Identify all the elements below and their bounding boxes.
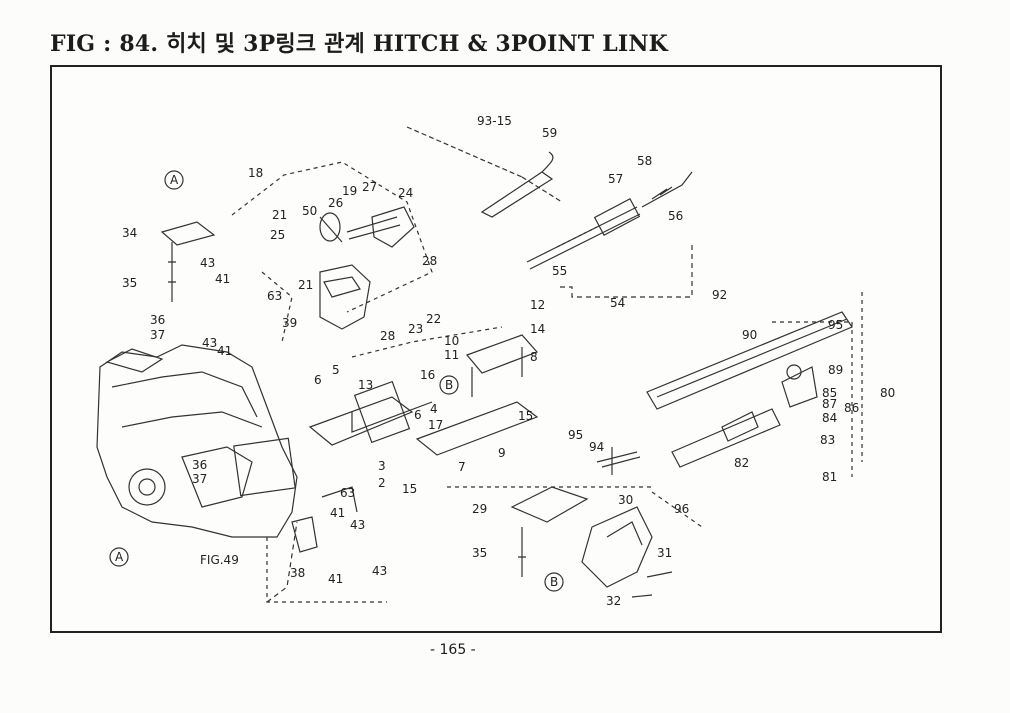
part-label: 95 <box>828 318 843 332</box>
part-label: 58 <box>637 154 652 168</box>
part-label: 90 <box>742 328 757 342</box>
part-label: 11 <box>444 348 459 362</box>
part-label: 92 <box>712 288 727 302</box>
diagram-linework <box>96 126 863 603</box>
part-label: 57 <box>608 172 623 186</box>
exploded-parts-diagram: A A B B 93-15 59 58 57 56 55 54 18 19 27… <box>50 65 942 633</box>
part-label: 83 <box>820 433 835 447</box>
part-label: 16 <box>420 368 435 382</box>
part-label: 59 <box>542 126 557 140</box>
part-label: 29 <box>472 502 487 516</box>
callout-b-bottom: B <box>550 575 558 589</box>
part-label: 35 <box>472 546 487 560</box>
part-label: 96 <box>674 502 689 516</box>
part-label: 7 <box>458 460 466 474</box>
part-label: 28 <box>380 329 395 343</box>
part-label: 41 <box>215 272 230 286</box>
part-label: 13 <box>358 378 373 392</box>
part-label: 24 <box>398 186 413 200</box>
part-label: 6 <box>314 373 322 387</box>
part-label: 43 <box>372 564 387 578</box>
part-label: 43 <box>350 518 365 532</box>
part-label: 56 <box>668 209 683 223</box>
part-label: 93-15 <box>477 114 512 128</box>
part-label: FIG.49 <box>200 553 239 567</box>
part-label: 19 <box>342 184 357 198</box>
part-label: 30 <box>618 493 633 507</box>
part-label: 54 <box>610 296 625 310</box>
part-label: 80 <box>880 386 895 400</box>
part-label: 89 <box>828 363 843 377</box>
part-label: 41 <box>330 506 345 520</box>
part-label: 21 <box>272 208 287 222</box>
callout-b-mid: B <box>445 378 453 392</box>
part-label: 3 <box>378 459 386 473</box>
part-label: 4 <box>430 402 438 416</box>
part-label: 15 <box>518 409 533 423</box>
part-label: 43 <box>202 336 217 350</box>
part-label: 36 <box>192 458 207 472</box>
part-label: 82 <box>734 456 749 470</box>
part-label: 39 <box>282 316 297 330</box>
part-label: 95 <box>568 428 583 442</box>
part-labels: 93-15 59 58 57 56 55 54 18 19 27 26 24 5… <box>122 114 895 608</box>
part-label: 22 <box>426 312 441 326</box>
part-label: 35 <box>122 276 137 290</box>
part-label: 84 <box>822 411 837 425</box>
part-label: 5 <box>332 363 340 377</box>
part-label: 12 <box>530 298 545 312</box>
callout-a-top: A <box>170 173 179 187</box>
part-label: 41 <box>328 572 343 586</box>
figure-title: FIG : 84. 히치 및 3P링크 관계 HITCH & 3POINT LI… <box>50 31 668 57</box>
part-label: 85 <box>822 386 837 400</box>
part-label: 31 <box>657 546 672 560</box>
part-label: 17 <box>428 418 443 432</box>
part-label: 81 <box>822 470 837 484</box>
part-label: 36 <box>150 313 165 327</box>
part-label: 8 <box>530 350 538 364</box>
part-label: 15 <box>402 482 417 496</box>
page-number: - 165 - <box>430 642 476 658</box>
part-label: 37 <box>150 328 165 342</box>
part-label: 86 <box>844 401 859 415</box>
part-label: 26 <box>328 196 343 210</box>
part-label: 6 <box>414 408 422 422</box>
callout-a-bottom: A <box>115 550 124 564</box>
part-label: 32 <box>606 594 621 608</box>
part-label: 34 <box>122 226 137 240</box>
part-label: 2 <box>378 476 386 490</box>
part-label: 9 <box>498 446 506 460</box>
part-label: 21 <box>298 278 313 292</box>
part-label: 43 <box>200 256 215 270</box>
part-label: 55 <box>552 264 567 278</box>
part-label: 14 <box>530 322 545 336</box>
part-label: 37 <box>192 472 207 486</box>
part-label: 50 <box>302 204 317 218</box>
part-label: 87 <box>822 397 837 411</box>
part-label: 27 <box>362 180 377 194</box>
part-label: 25 <box>270 228 285 242</box>
part-label: 94 <box>589 440 604 454</box>
part-label: 41 <box>217 344 232 358</box>
part-label: 18 <box>248 166 263 180</box>
part-label: 38 <box>290 566 305 580</box>
part-label: 10 <box>444 334 459 348</box>
part-label: 23 <box>408 322 423 336</box>
part-label: 28 <box>422 254 437 268</box>
part-label: 63 <box>340 486 355 500</box>
part-label: 63 <box>267 289 282 303</box>
